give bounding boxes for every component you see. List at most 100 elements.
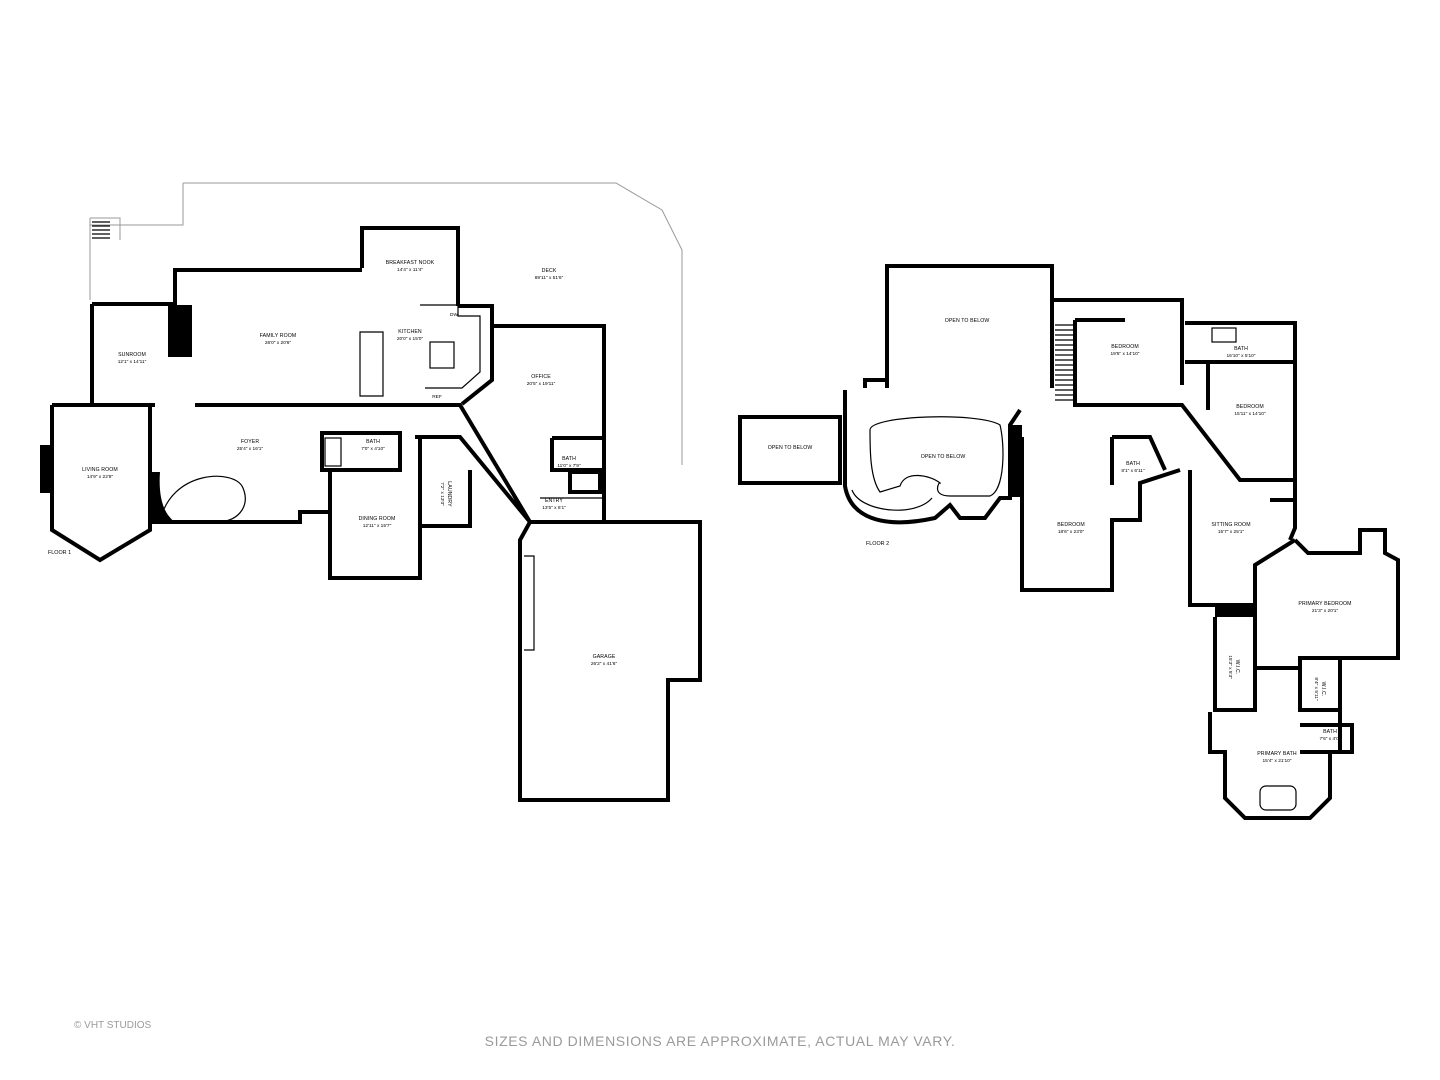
primary-bath-walls	[1208, 712, 1342, 820]
kitchen-counter	[359, 304, 481, 397]
room-dims: 11'0" x 7'9"	[557, 463, 581, 469]
room-name: BATH	[1234, 346, 1248, 352]
sitting-room-solid	[1215, 605, 1255, 617]
room-dims: 20'5" x 19'11"	[527, 381, 556, 387]
room-name: OPEN TO BELOW	[768, 445, 813, 451]
room-deck: DECK 89'11" x 51'6"	[535, 268, 564, 281]
room-name: BATH	[562, 456, 576, 462]
floor-2-plan: FLOOR 2	[738, 264, 1400, 820]
room-living-room: LIVING ROOM 14'9" x 22'8"	[82, 467, 118, 480]
room-name: OPEN TO BELOW	[921, 454, 966, 460]
room-name: FAMILY ROOM	[260, 333, 297, 339]
primary-bedroom-walls	[1253, 528, 1400, 670]
room-name: PRIMARY BATH	[1257, 751, 1297, 757]
room-dims: 15'4" x 21'10"	[1263, 758, 1292, 764]
room-name: LIVING ROOM	[82, 467, 118, 473]
room-breakfast-nook: BREAKFAST NOOK 14'4" x 11'4"	[386, 260, 435, 273]
room-name: BATH	[1126, 461, 1140, 467]
room-name: BATH	[366, 439, 380, 445]
room-name: BATH	[1323, 729, 1337, 735]
floor-2-labels: OPEN TO BELOW OPEN TO BELOW OPEN TO BELO…	[768, 318, 1352, 764]
room-dims: 14'9" x 22'8"	[87, 474, 114, 480]
floor2-stair	[851, 489, 933, 511]
room-name: LAUNDRY	[446, 481, 452, 507]
room-foyer: FOYER 25'4" x 16'1"	[237, 439, 264, 452]
bath-2c-walls	[1300, 723, 1354, 754]
sitting-room-walls	[1188, 470, 1297, 607]
room-primary-bath: PRIMARY BATH 15'4" x 21'10"	[1257, 751, 1297, 764]
room-open-below-center: OPEN TO BELOW	[921, 454, 966, 460]
room-family-room: FAMILY ROOM 26'0" x 20'6"	[260, 333, 297, 346]
room-dims: 14'4" x 11'4"	[397, 267, 423, 273]
room-name: ENTRY	[545, 498, 563, 504]
room-dims: 89'11" x 51'6"	[535, 275, 564, 281]
bedroom-c-walls	[1020, 437, 1181, 592]
room-name: W.I.C.	[1320, 682, 1326, 697]
room-primary-bedroom: PRIMARY BEDROOM 21'3" x 20'1"	[1298, 601, 1351, 614]
room-name: OPEN TO BELOW	[945, 318, 990, 324]
room-bath-2a: BATH 16'10" x 5'10"	[1227, 346, 1256, 359]
room-dims: 18'6" x 23'0"	[1058, 529, 1085, 535]
room-bath-1a: BATH 7'0" x 4'10"	[361, 439, 385, 452]
room-dims: 15'11" x 14'10"	[1234, 411, 1266, 417]
floor-2-label: FLOOR 2	[866, 541, 889, 547]
floor-1-label: FLOOR 1	[48, 550, 71, 556]
laundry-walls	[418, 437, 472, 528]
wic-a-walls	[1213, 617, 1257, 712]
room-name: BEDROOM	[1057, 522, 1085, 528]
room-dims: 19'5" x 14'10"	[1111, 351, 1140, 357]
tub-2a	[1211, 327, 1237, 343]
upper-hall	[1050, 298, 1297, 502]
room-name: SUNROOM	[118, 352, 146, 358]
room-wic-a: W.I.C. 15'3" x 5'3"	[1227, 655, 1240, 679]
fireplace-living	[40, 445, 54, 493]
dishwasher-label: DW	[450, 312, 458, 318]
island-stove	[429, 341, 455, 369]
room-dims: 7'0" x 4'10"	[361, 446, 385, 452]
room-sunroom: SUNROOM 12'1" x 14'11"	[118, 352, 147, 365]
living-room-walls	[50, 405, 152, 563]
room-office: OFFICE 20'5" x 19'11"	[527, 374, 556, 387]
room-name: FOYER	[241, 439, 260, 445]
room-name: KITCHEN	[398, 329, 422, 335]
wic-b-walls	[1298, 658, 1342, 712]
room-dining-room: DINING ROOM 12'11" x 15'7"	[359, 516, 396, 529]
foyer-stair-solid	[150, 472, 175, 522]
room-bedroom-c: BEDROOM 18'6" x 23'0"	[1057, 522, 1085, 535]
room-name: BREAKFAST NOOK	[386, 260, 435, 266]
garage-shelf	[524, 555, 535, 651]
room-name: GARAGE	[593, 654, 616, 660]
room-dims: 8'4" x 5'11"	[1313, 677, 1319, 701]
gallery-rail	[869, 416, 1004, 497]
floor-1-labels: DECK 89'11" x 51'6" BREAKFAST NOOK 14'4"…	[82, 260, 617, 667]
room-name: BEDROOM	[1236, 404, 1264, 410]
bath-2b-walls	[1110, 435, 1167, 485]
family-room-walls	[90, 268, 362, 405]
stairs-up	[1055, 324, 1075, 401]
room-kitchen: KITCHEN 20'0" x 15'0"	[397, 329, 424, 342]
stair-solid-2	[1010, 425, 1022, 497]
room-dims: 7'2" x 13'0"	[439, 482, 445, 506]
room-entry: ENTRY 13'5" x 6'1"	[542, 498, 566, 511]
room-dims: 12'11" x 15'7"	[363, 523, 392, 529]
bath-1a-walls	[320, 431, 402, 472]
foyer-stair	[159, 475, 246, 523]
room-name: PRIMARY BEDROOM	[1298, 601, 1351, 607]
refrigerator-label: REF	[432, 394, 442, 400]
room-dims: 16'10" x 5'10"	[1227, 353, 1256, 359]
breakfast-nook-walls	[360, 226, 460, 306]
room-wic-b: W.I.C. 8'4" x 5'11"	[1313, 677, 1326, 701]
room-name: OFFICE	[531, 374, 551, 380]
room-sitting-room: SITTING ROOM 15'7" x 25'1"	[1211, 522, 1250, 535]
deck-stairs	[92, 221, 110, 239]
room-bedroom-a: BEDROOM 19'5" x 14'10"	[1111, 344, 1140, 357]
room-name: DINING ROOM	[359, 516, 396, 522]
room-open-below-left: OPEN TO BELOW	[768, 445, 813, 451]
bath-2a-walls	[1185, 321, 1297, 364]
room-name: SITTING ROOM	[1211, 522, 1250, 528]
room-garage: GARAGE 26'2" x 41'6"	[591, 654, 618, 667]
foyer-walls	[52, 403, 702, 802]
room-bath-2b: BATH 8'1" x 6'11"	[1121, 461, 1145, 474]
bedroom-b-walls	[1206, 362, 1297, 541]
